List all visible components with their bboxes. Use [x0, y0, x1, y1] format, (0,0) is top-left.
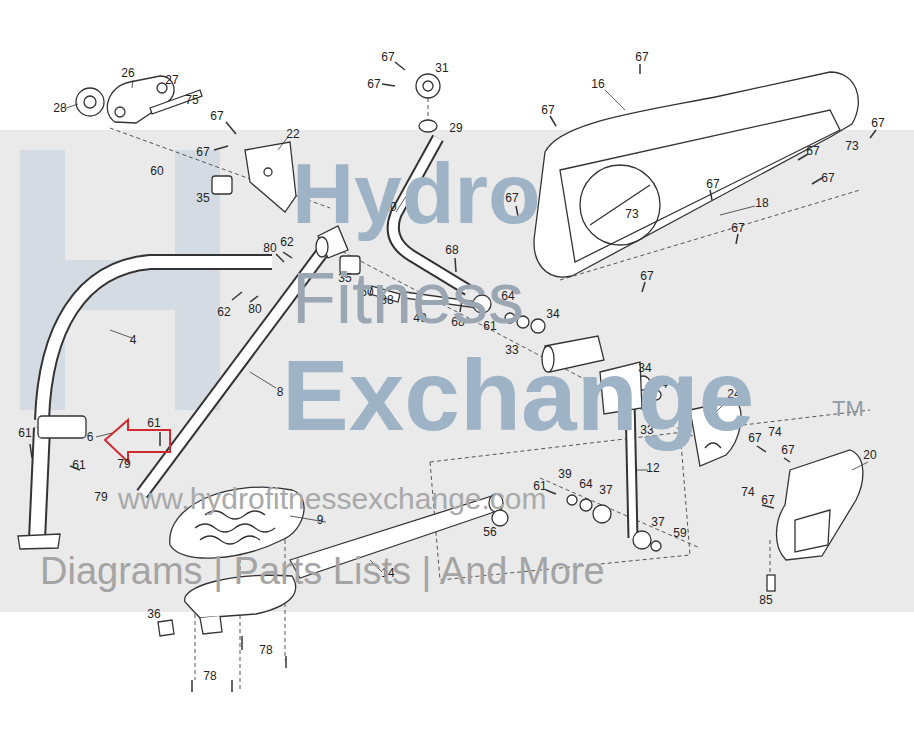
callout-number: 61 [72, 459, 85, 471]
callout-number: 37 [599, 484, 612, 496]
callout-number: 67 [381, 51, 394, 63]
watermark-text: Fitness [292, 262, 524, 334]
callout-number: 35 [196, 192, 209, 204]
callout-number: 80 [263, 242, 276, 254]
callout-number: 37 [651, 516, 664, 528]
callout-number: 67 [706, 178, 719, 190]
callout-number: 67 [806, 145, 819, 157]
callout-number: 27 [165, 74, 178, 86]
callout-number: 80 [248, 303, 261, 315]
callout-number: 36 [147, 608, 160, 620]
watermark-text: Exchange [282, 345, 754, 445]
callout-number: 78 [203, 670, 216, 682]
callout-number: 12 [646, 462, 659, 474]
parts [18, 72, 863, 636]
callout-number: 85 [759, 594, 772, 606]
callout-number: 59 [673, 527, 686, 539]
callout-number: 4 [130, 334, 137, 346]
callout-number: 9 [317, 514, 324, 526]
callout-number: 67 [761, 494, 774, 506]
callout-number: 62 [280, 236, 293, 248]
fasteners [30, 62, 876, 692]
callout-number: 20 [863, 449, 876, 461]
callout-number: 68 [445, 244, 458, 256]
callout-number: 67 [196, 146, 209, 158]
callout-number: 16 [591, 78, 604, 90]
watermark-text: Hydro [292, 150, 540, 236]
callout-number: 67 [731, 222, 744, 234]
watermark-band [0, 130, 914, 612]
callout-number: 75 [185, 94, 198, 106]
callout-number: 67 [210, 110, 223, 122]
callout-number: 74 [768, 426, 781, 438]
callout-number: 18 [755, 197, 768, 209]
callout-number: 31 [435, 62, 448, 74]
callout-number: 64 [579, 478, 592, 490]
callout-number: 67 [635, 51, 648, 63]
assembly-lines [40, 98, 870, 690]
callout-number: 78 [259, 644, 272, 656]
callout-number: 79 [94, 491, 107, 503]
callout-number: 73 [845, 140, 858, 152]
callout-number: 28 [53, 102, 66, 114]
callout-number: 62 [217, 306, 230, 318]
callout-number: 61 [18, 427, 31, 439]
callout-number: 67 [640, 270, 653, 282]
callout-number: 26 [121, 67, 134, 79]
callout-number: 74 [741, 486, 754, 498]
watermark-text: www.hydrofitnessexchange.com [118, 484, 547, 514]
callout-number: 67 [367, 78, 380, 90]
callout-number: 56 [483, 526, 496, 538]
callout-number: 67 [541, 104, 554, 116]
callout-number: 67 [781, 444, 794, 456]
leader-lines [66, 80, 868, 572]
callout-number: 79 [117, 458, 130, 470]
callout-number: 34 [546, 308, 559, 320]
watermark-text: Diagrams | Parts Lists | And More [40, 552, 605, 590]
callout-number: 60 [150, 165, 163, 177]
watermark-text: TM [832, 398, 864, 420]
callout-number: 73 [625, 208, 638, 220]
callout-number: 67 [821, 172, 834, 184]
callout-number: 29 [449, 122, 462, 134]
callout-number: 22 [286, 128, 299, 140]
callout-number: 6 [87, 431, 94, 443]
callout-number: 39 [558, 468, 571, 480]
callout-number: 61 [147, 417, 160, 429]
callout-number: 67 [871, 117, 884, 129]
